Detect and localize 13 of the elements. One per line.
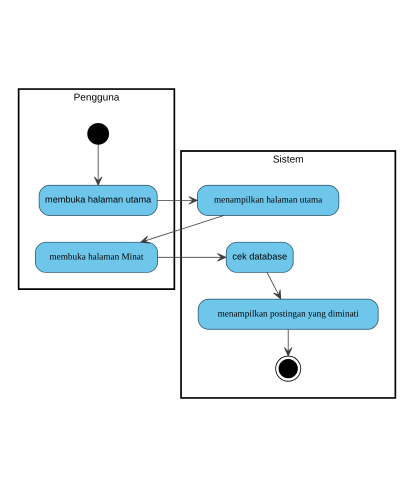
node-box: membuka halaman utama — [38, 184, 158, 216]
arrow — [157, 252, 226, 261]
node-box: cek database — [226, 241, 294, 272]
node-circle — [275, 355, 302, 382]
node-box: membuka halaman Minat — [34, 241, 158, 272]
arrow — [266, 272, 282, 299]
node-box: menampilkan postingan yang diminati — [198, 298, 379, 330]
node-circle — [87, 122, 110, 144]
node-box: menampilkan halaman utama — [196, 184, 340, 216]
arrow — [94, 144, 102, 186]
arrow — [140, 214, 224, 244]
arrow — [156, 196, 198, 204]
arrow — [284, 328, 292, 356]
